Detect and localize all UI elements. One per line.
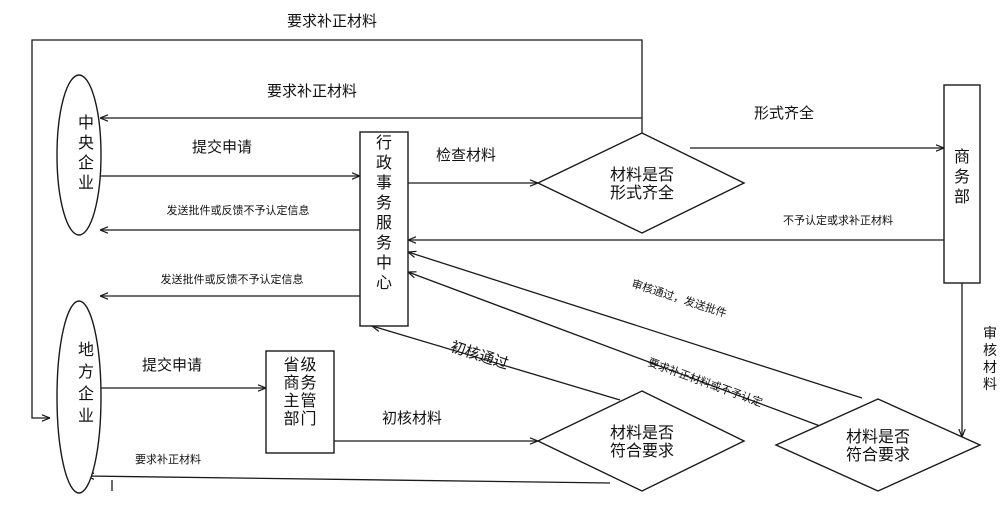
glyph: 审	[983, 326, 997, 342]
arrow-request-or-reject	[408, 272, 821, 427]
diamond-requirements-1-line1: 材料是否	[610, 423, 674, 442]
label-preliminary-check: 初核材料	[382, 409, 442, 427]
glyph: 服	[376, 213, 392, 232]
diamond-requirements-2-line1: 材料是否	[846, 427, 910, 446]
glyph: 管	[300, 391, 316, 410]
label-submit-local: 提交申请	[142, 356, 202, 374]
arrow-review-pass-send	[408, 252, 863, 399]
glyph: 业	[78, 173, 94, 192]
arrow-preliminary-pass	[372, 326, 621, 401]
label-review-pass-send: 审核通过，发送批件	[630, 276, 728, 320]
glyph: 中	[78, 113, 94, 132]
label-send-central: 发送批件或反馈不予认定信息	[167, 203, 310, 217]
glyph: 门	[300, 409, 316, 428]
provincial-dept-box	[265, 350, 335, 454]
glyph: 务	[300, 373, 316, 392]
label-top-supplement: 要求补正材料	[287, 12, 377, 30]
ministry-box	[943, 84, 981, 284]
arrow-top-supplement	[31, 39, 643, 418]
glyph: 务	[376, 193, 392, 212]
label-preliminary-pass: 初核通过	[448, 337, 511, 373]
glyph: 事	[376, 173, 392, 192]
glyph: 部	[954, 187, 970, 206]
glyph: 企	[78, 153, 94, 172]
glyph: 政	[376, 153, 392, 172]
glyph: 中	[376, 253, 392, 272]
label-center-supplement: 要求补正材料	[267, 82, 357, 100]
label-local-supplement: 要求补正材料	[135, 452, 201, 466]
admin-center-box	[359, 131, 409, 327]
label-check-materials: 检查材料	[436, 146, 496, 164]
label-ministry-reject: 不予认定或求补正材料	[783, 213, 893, 227]
glyph: 部	[283, 409, 299, 428]
label-send-local: 发送批件或反馈不予认定信息	[161, 272, 304, 286]
glyph: 务	[376, 233, 392, 252]
glyph: 央	[78, 133, 94, 152]
label-submit-central: 提交申请	[192, 138, 252, 156]
glyph: 业	[78, 406, 94, 425]
arrow-local-supplement	[86, 476, 611, 484]
provincial-dept-label: 省级商务主管部门	[283, 355, 316, 428]
central-enterprise-ellipse	[56, 74, 102, 236]
diamond-requirements-1-line2: 符合要求	[610, 441, 674, 460]
glyph: 核	[983, 343, 997, 359]
glyph: 方	[78, 362, 94, 381]
diamond-form-complete-line1: 材料是否	[610, 165, 674, 184]
glyph: 商	[954, 147, 970, 166]
glyph: 材	[983, 360, 997, 376]
glyph: 级	[300, 355, 316, 374]
diamond-requirements-2	[774, 398, 982, 492]
glyph: 省	[283, 355, 299, 374]
glyph: 地	[78, 340, 94, 359]
label-form-complete: 形式齐全	[754, 104, 814, 122]
diamond-requirements-2-line2: 符合要求	[846, 445, 910, 464]
glyph: 料	[983, 377, 997, 393]
diamond-requirements-1	[536, 390, 746, 492]
glyph: 企	[78, 384, 94, 403]
ministry-label: 商务部	[954, 147, 970, 206]
local-enterprise-ellipse	[56, 300, 102, 494]
diamond-form-complete	[536, 132, 746, 234]
glyph: 商	[283, 373, 299, 392]
glyph: 行	[376, 133, 392, 152]
diamond-form-complete-line2: 形式齐全	[610, 183, 674, 202]
glyph: 心	[376, 273, 392, 292]
glyph: 务	[954, 167, 970, 186]
glyph: 主	[283, 391, 299, 410]
